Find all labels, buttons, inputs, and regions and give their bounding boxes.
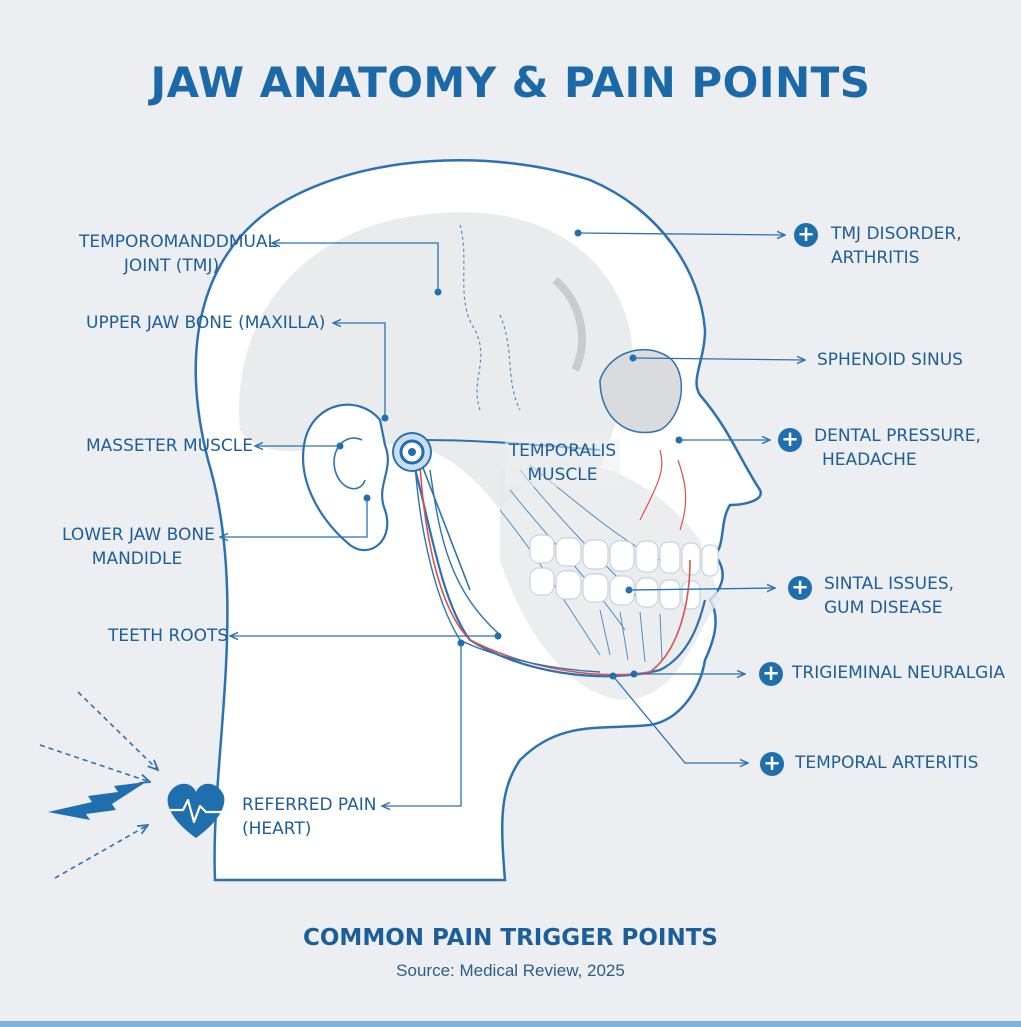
label-line: SINTAL ISSUES,: [824, 574, 955, 594]
mandible-outline: [410, 457, 707, 678]
label-teeth-roots: TEETH ROOTS: [108, 624, 228, 648]
label-temporalis: TEMPORALIS MUSCLE: [505, 439, 620, 487]
nerve-line: [677, 459, 687, 531]
label-trigeminal: TRIGIEMINAL NEURALGIA: [792, 661, 1005, 685]
plus-circle-icon: +: [794, 223, 818, 247]
leader-lines-right: [577, 233, 805, 763]
suture-line: [499, 314, 521, 411]
skull-lower-shade: [500, 461, 720, 700]
label-line: TEMPORALIS: [508, 441, 617, 461]
label-line: MANDIDLE: [91, 549, 183, 569]
label-mandible: LOWER JAW BONE MANDIDLE: [62, 523, 215, 571]
label-line: MUSCLE: [527, 465, 598, 485]
label-sphenoid-sinus: SPHENOID SINUS: [817, 348, 963, 372]
label-sintal-issues: SINTAL ISSUES, GUM DISEASE: [824, 572, 954, 620]
label-dental-pressure: DENTAL PRESSURE, HEADACHE: [814, 424, 981, 472]
label-line: UPPER JAW BONE (MAXILLA): [86, 313, 326, 333]
nerve-line: [639, 449, 663, 521]
label-line: DENTAL PRESSURE,: [814, 426, 981, 446]
ear-inner: [333, 437, 366, 490]
leader-lines-left: [220, 243, 498, 806]
eye-orbit: [599, 348, 683, 434]
label-line: (HEART): [242, 819, 312, 839]
footer-source: Source: Medical Review, 2025: [396, 961, 625, 980]
bottom-bar: [0, 1021, 1021, 1027]
label-line: TEMPORAL ARTERITIS: [795, 753, 979, 773]
label-line: LOWER JAW BONE: [62, 525, 215, 545]
plus-circle-icon: +: [759, 662, 783, 686]
label-line: SPHENOID SINUS: [817, 350, 963, 370]
plus-circle-icon: +: [760, 752, 784, 776]
label-tmj: TEMPOROMANDDMUAL JOINT (TMJ): [79, 230, 278, 278]
label-tmj-disorder: TMJ DISORDER, ARTHRITIS: [831, 222, 962, 270]
temporal-ridge: [552, 276, 586, 372]
referred-pain-arrows: [39, 691, 158, 879]
label-line: ARTHRITIS: [831, 248, 920, 268]
label-line: MASSETER MUSCLE: [86, 436, 253, 456]
label-line: JOINT (TMJ): [123, 256, 220, 276]
label-line: TRIGIEMINAL NEURALGIA: [792, 663, 1005, 683]
page-title: JAW ANATOMY & PAIN POINTS: [150, 58, 871, 107]
footer-title: COMMON PAIN TRIGGER POINTS: [303, 925, 718, 951]
tooth-root: [599, 609, 663, 663]
label-line: TEETH ROOTS: [108, 626, 229, 646]
label-line: HEADACHE: [822, 450, 917, 470]
upper-teeth: [529, 534, 719, 577]
artery-line: [429, 469, 501, 636]
label-line: GUM DISEASE: [824, 598, 943, 618]
plus-circle-icon: +: [788, 576, 812, 600]
label-maxilla: UPPER JAW BONE (MAXILLA): [86, 311, 325, 335]
label-referred-pain: REFERRED PAIN (HEART): [242, 793, 376, 841]
label-line: TEMPOROMANDDMUAL: [79, 232, 278, 252]
label-temporal-arteritis: TEMPORAL ARTERITIS: [795, 751, 978, 775]
plus-circle-icon: +: [778, 428, 802, 452]
suture-line: [459, 224, 482, 411]
nerve-line: [419, 464, 691, 676]
label-line: REFERRED PAIN: [242, 795, 377, 815]
heart-pulse-icon: [167, 783, 225, 838]
label-line: TMJ DISORDER,: [831, 224, 962, 244]
lower-teeth: [529, 567, 701, 610]
label-masseter: MASSETER MUSCLE: [86, 434, 253, 458]
mandible-ramus: [419, 459, 471, 591]
tmj-target-icon: [392, 432, 432, 472]
lightning-bolt-icon: [48, 782, 146, 820]
